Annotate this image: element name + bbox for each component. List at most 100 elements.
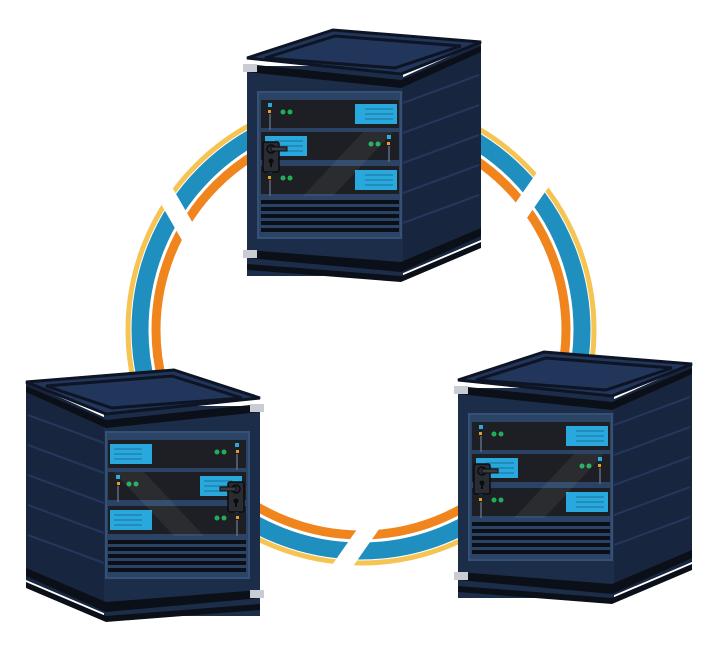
status-led: [133, 481, 139, 487]
door-lock-icon: [473, 463, 499, 495]
ring-gap: [319, 517, 381, 593]
rack-top: [457, 350, 693, 398]
vent-slot: [261, 214, 399, 218]
status-led: [491, 497, 497, 503]
server-unit: [261, 166, 399, 196]
rack-side-ridge: [402, 164, 480, 194]
rack-hinge: [250, 404, 264, 412]
keyhole: [235, 502, 237, 507]
port-led: [479, 432, 482, 435]
status-led: [287, 109, 293, 115]
rack-side-ridge: [613, 486, 691, 516]
lock-handle: [270, 146, 288, 152]
server-rack-top: [243, 28, 482, 282]
status-led: [214, 515, 220, 521]
vent-slot: [108, 554, 246, 558]
port-led: [387, 142, 390, 145]
vent-slot: [261, 221, 399, 225]
keyhole: [479, 480, 485, 486]
port-led: [268, 103, 272, 107]
port-led: [236, 450, 239, 453]
port-led: [598, 464, 601, 467]
vent-slot: [261, 228, 399, 232]
rack-side-ridge: [402, 194, 480, 224]
rack-top-band: [458, 368, 692, 410]
rack-side-ridge: [402, 74, 480, 104]
status-led: [491, 431, 497, 437]
rack-side-ridge: [27, 504, 105, 534]
ring-gap: [144, 165, 200, 245]
rack-top-rim: [264, 34, 462, 70]
vent-slot: [261, 207, 399, 211]
server-unit: [108, 506, 246, 536]
status-led: [221, 449, 227, 455]
vent-slot: [108, 561, 246, 565]
server-unit: [261, 100, 399, 130]
rack-top-rim: [45, 374, 243, 410]
rack-hinge: [250, 590, 264, 598]
vent-slot: [472, 522, 610, 526]
rack-side-ridge: [613, 456, 691, 486]
server-rack-right: [454, 350, 693, 604]
port-led: [268, 110, 271, 113]
port-led: [479, 498, 482, 501]
status-led: [368, 141, 374, 147]
vent-slot: [472, 529, 610, 533]
rack-side-ridge: [402, 134, 480, 164]
status-led: [375, 141, 381, 147]
rack-bottom-band: [458, 550, 692, 594]
rack-bottom-band: [247, 228, 481, 272]
rack-base: [26, 582, 260, 622]
vent-slot: [472, 536, 610, 540]
server-unit: [108, 440, 246, 470]
rack-side-ridge: [27, 474, 105, 504]
rack-base: [247, 242, 481, 282]
rack-top: [246, 28, 482, 76]
rack-hinge: [454, 572, 468, 580]
keyhole: [270, 162, 272, 167]
ring-gaps: [144, 157, 563, 593]
server-unit: [472, 488, 610, 518]
vent-slot: [108, 540, 246, 544]
rack-top: [25, 368, 261, 416]
vent-slot: [261, 200, 399, 204]
vent-slot: [472, 550, 610, 554]
status-led: [280, 109, 286, 115]
rack-side-ridge: [613, 426, 691, 456]
port-led: [479, 425, 483, 429]
port-led: [598, 457, 602, 461]
rack-side-ridge: [27, 414, 105, 444]
vent-slot: [108, 568, 246, 572]
rack-top-rim: [475, 356, 673, 392]
rack-side-ridge: [27, 534, 105, 564]
status-led: [586, 463, 592, 469]
rack-top-band: [247, 46, 481, 88]
server-racks: [25, 28, 693, 622]
rack-bottom-band: [26, 568, 260, 612]
lock-handle: [219, 486, 237, 492]
rack-hinge: [243, 64, 257, 72]
port-led: [117, 482, 120, 485]
keyhole: [481, 484, 483, 489]
rack-side-ridge: [27, 444, 105, 474]
rack-side-ridge: [613, 396, 691, 426]
status-led: [214, 449, 220, 455]
glass-reflection: [303, 132, 393, 196]
server-rack-left: [25, 368, 264, 622]
port-led: [387, 135, 391, 139]
lock-handle: [481, 468, 499, 474]
keyhole: [233, 498, 239, 504]
status-led: [221, 515, 227, 521]
vent-slot: [472, 543, 610, 547]
port-led: [235, 443, 239, 447]
port-led: [236, 516, 239, 519]
rack-side-ridge: [402, 104, 480, 134]
door-lock-icon: [262, 141, 288, 173]
status-led: [498, 497, 504, 503]
status-led: [579, 463, 585, 469]
server-unit: [472, 422, 610, 452]
status-led: [498, 431, 504, 437]
rack-hinge: [243, 250, 257, 258]
status-led: [287, 175, 293, 181]
